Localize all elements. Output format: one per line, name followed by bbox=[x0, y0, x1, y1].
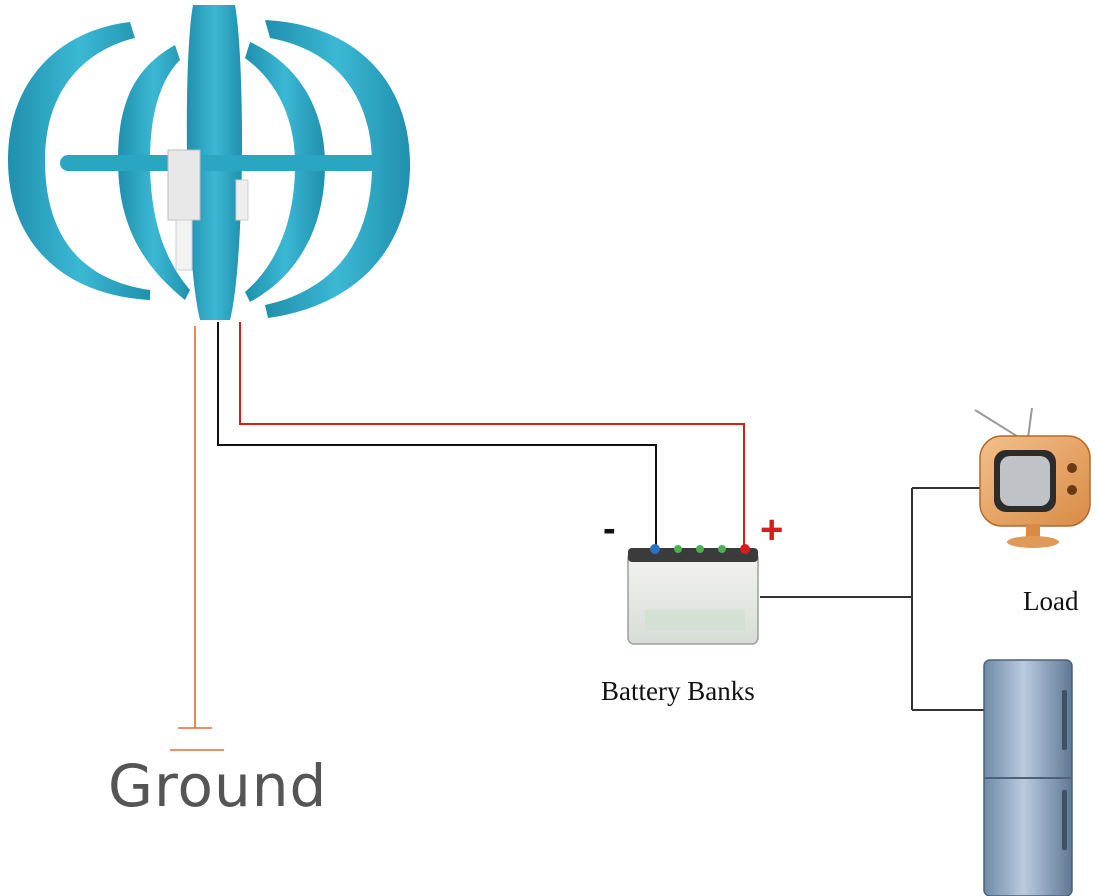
ground-label: Ground bbox=[108, 752, 328, 820]
refrigerator-icon bbox=[983, 659, 1073, 896]
load-label: Load bbox=[1023, 586, 1079, 616]
battery-icon bbox=[627, 544, 759, 645]
load-wires bbox=[760, 487, 985, 711]
ground-symbol-icon bbox=[170, 727, 224, 751]
negative-terminal-label: - bbox=[603, 508, 616, 550]
wind-turbine-icon bbox=[8, 5, 410, 320]
positive-terminal-label: + bbox=[760, 508, 784, 552]
negative-wire bbox=[217, 322, 657, 548]
positive-wire bbox=[239, 322, 745, 548]
battery-label: Battery Banks bbox=[601, 676, 755, 706]
television-icon bbox=[974, 407, 1091, 548]
